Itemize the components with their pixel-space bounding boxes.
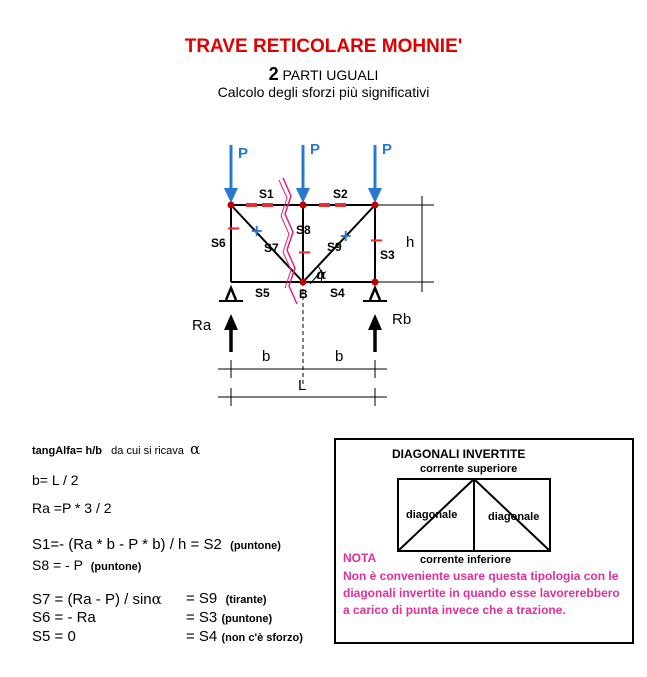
- reaction-arrow-left: [224, 314, 238, 352]
- label-s7: S7: [264, 241, 279, 255]
- s1-note: (puntone): [230, 540, 281, 552]
- node-b: [299, 278, 307, 286]
- page-title: TRAVE RETICOLARE MOHNIE': [184, 36, 463, 57]
- label-s4: S4: [330, 286, 345, 300]
- load-arrow-middle: [296, 145, 310, 203]
- formula-b: b= L / 2: [32, 472, 79, 488]
- support-left: [219, 284, 243, 302]
- inv-top-chord: corrente superiore: [420, 463, 518, 475]
- formula-s6: S6 = - Ra: [32, 609, 96, 626]
- inv-diag-right: diagonale: [488, 511, 540, 523]
- dim-b-right: b: [335, 348, 343, 365]
- load-arrow-right: [368, 145, 382, 203]
- label-s6: S6: [211, 236, 226, 250]
- height-dimension: [378, 196, 434, 292]
- truss-nodes: [227, 201, 379, 286]
- reaction-label-ra: Ra: [192, 317, 212, 334]
- formula-s6-right: = S3 (puntone): [186, 609, 272, 626]
- parts-subtitle: 2 PARTI UGUALI: [0, 64, 647, 85]
- reaction-arrow-right: [368, 314, 382, 352]
- label-s3: S3: [380, 248, 395, 262]
- tang-alpha: α: [190, 440, 201, 458]
- node-bottom-right: [371, 278, 379, 286]
- nota-title: NOTA: [343, 551, 377, 565]
- s8-left: S8 = - P: [32, 557, 83, 573]
- parts-label: PARTI UGUALI: [282, 67, 379, 83]
- formula-s5: S5 = 0: [32, 628, 76, 645]
- nota-text: Non è conveniente usare questa tipologia…: [343, 569, 620, 617]
- inverted-diagonals-box: DIAGONALI INVERTITE corrente superiore d…: [334, 438, 634, 644]
- reaction-label-rb: Rb: [392, 311, 411, 328]
- s7-left: S7 = (Ra - P) / sin: [32, 591, 152, 608]
- compression-marks: [246, 203, 346, 207]
- dim-b-left: b: [262, 348, 270, 365]
- sign-plus-s9: +: [339, 226, 352, 245]
- label-s5: S5: [255, 286, 270, 300]
- section-cut-line-2: [278, 179, 292, 289]
- sign-minus-s8: −: [297, 242, 312, 263]
- tang-line: tangAlfa= h/b: [32, 445, 102, 457]
- node-top-middle: [299, 201, 307, 209]
- dim-l: L: [298, 377, 306, 394]
- calc-subtitle: Calcolo degli sforzi più significativi: [217, 84, 430, 100]
- formula-ra: Ra =P * 3 / 2: [32, 500, 112, 516]
- node-top-right: [371, 201, 379, 209]
- load-label-left: P: [238, 145, 248, 162]
- inv-bottom-chord: corrente inferiore: [420, 554, 512, 566]
- label-s8: S8: [296, 223, 311, 237]
- inv-title: DIAGONALI INVERTITE: [392, 447, 526, 461]
- sign-minus-s6: −: [226, 218, 241, 239]
- tang-note: da cui si ricava: [111, 445, 184, 457]
- label-s2: S2: [333, 187, 348, 201]
- formula-s7-right: = S9 (tirante): [186, 590, 267, 607]
- s5-right: = S4: [186, 628, 218, 645]
- angle-pointer: [309, 269, 323, 285]
- load-label-middle: P: [310, 141, 320, 158]
- section-cut-line: [282, 177, 298, 305]
- formula-s8: S8 = - P (puntone): [32, 557, 141, 573]
- s5-note: (non c'è sforzo): [221, 632, 303, 644]
- formula-s7: S7 = (Ra - P) / sinα: [32, 590, 162, 608]
- label-s1: S1: [259, 187, 274, 201]
- label-s9: S9: [327, 240, 342, 254]
- s1-left: S1=- (Ra * b - P * b) / h: [32, 536, 187, 553]
- s7-alpha: α: [151, 590, 162, 608]
- member-s9: [302, 204, 376, 283]
- formula-s1: S1=- (Ra * b - P * b) / h = S2 (puntone): [32, 536, 281, 553]
- s1-right: = S2: [190, 536, 222, 553]
- inv-diag-left: diagonale: [406, 509, 458, 521]
- formula-tangalfa: tangAlfa= h/b da cui si ricava α: [32, 440, 200, 458]
- angle-alpha: α: [316, 267, 327, 283]
- s8-note: (puntone): [90, 561, 142, 573]
- load-label-right: P: [382, 141, 392, 158]
- dim-h: h: [406, 234, 414, 251]
- support-right: [363, 284, 387, 302]
- s6-note: (puntone): [221, 613, 273, 625]
- sign-plus-s7: +: [250, 221, 263, 240]
- sign-minus-s3: −: [369, 230, 384, 251]
- s7-right: = S9: [186, 590, 218, 607]
- inv-frame-drawing: [397, 478, 551, 552]
- label-node-b: B: [299, 287, 308, 301]
- width-dimensions: [218, 360, 387, 406]
- s7-note: (tirante): [225, 594, 267, 606]
- node-top-left: [227, 201, 235, 209]
- s6-right: = S3: [186, 609, 218, 626]
- angle-arc: [317, 265, 323, 283]
- parts-number: 2: [268, 64, 279, 84]
- formula-s5-right: = S4 (non c'è sforzo): [186, 628, 303, 645]
- load-arrow-left: [224, 145, 238, 203]
